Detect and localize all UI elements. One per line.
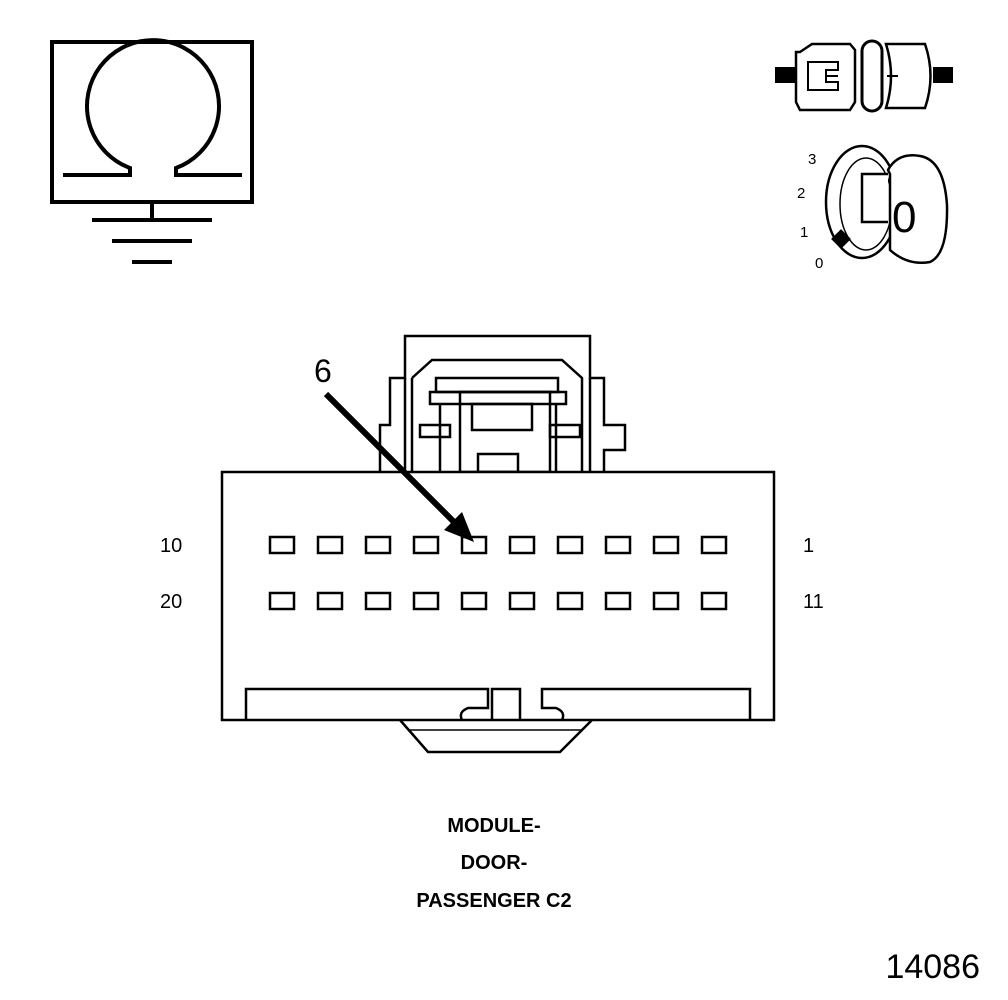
row-label-top-left: 10 <box>160 535 182 557</box>
pin-cavity-13 <box>604 591 632 611</box>
pin-cavity-5 <box>508 535 536 555</box>
ignition-position-1: 1 <box>800 224 808 241</box>
figure-number: 14086 <box>885 948 980 986</box>
pin-cavity-4 <box>556 535 584 555</box>
connector-disconnected-icon <box>775 39 953 113</box>
caption-line-1: MODULE- <box>447 815 540 837</box>
connector-latch <box>378 334 627 474</box>
pin-cavity-14 <box>556 591 584 611</box>
pin-cavity-1 <box>700 535 728 555</box>
pin-cavity-10 <box>268 535 296 555</box>
row-label-top-right: 1 <box>803 535 814 557</box>
ignition-position-3: 3 <box>808 151 816 168</box>
callout-arrow-icon <box>323 391 474 542</box>
pin-row-bottom <box>268 591 728 611</box>
pin-cavity-12 <box>652 591 680 611</box>
row-label-bottom-left: 20 <box>160 591 182 613</box>
pin-row-top <box>268 535 728 555</box>
pin-cavity-8 <box>364 535 392 555</box>
pin-cavity-11 <box>700 591 728 611</box>
caption-line-2: DOOR- <box>461 852 528 874</box>
pin-cavity-2 <box>652 535 680 555</box>
ignition-key-icon: 3 2 1 0 0 <box>797 144 949 272</box>
callout-pin-number: 6 <box>314 353 332 389</box>
caption-line-3: PASSENGER C2 <box>416 890 571 912</box>
pin-cavity-6 <box>460 535 488 555</box>
row-label-bottom-right: 11 <box>803 591 824 613</box>
ignition-position-2: 2 <box>797 185 805 202</box>
pin-cavity-18 <box>364 591 392 611</box>
ohmmeter-ground-icon <box>50 38 254 264</box>
ignition-key-label: 0 <box>892 193 916 242</box>
pin-cavity-9 <box>316 535 344 555</box>
pin-cavity-19 <box>316 591 344 611</box>
pin-cavity-20 <box>268 591 296 611</box>
connector-body <box>220 470 776 754</box>
pin-cavity-3 <box>604 535 632 555</box>
pin-cavity-7 <box>412 535 440 555</box>
pin-cavity-16 <box>460 591 488 611</box>
pin-cavity-15 <box>508 591 536 611</box>
pin-cavity-17 <box>412 591 440 611</box>
ignition-position-0: 0 <box>815 255 823 272</box>
